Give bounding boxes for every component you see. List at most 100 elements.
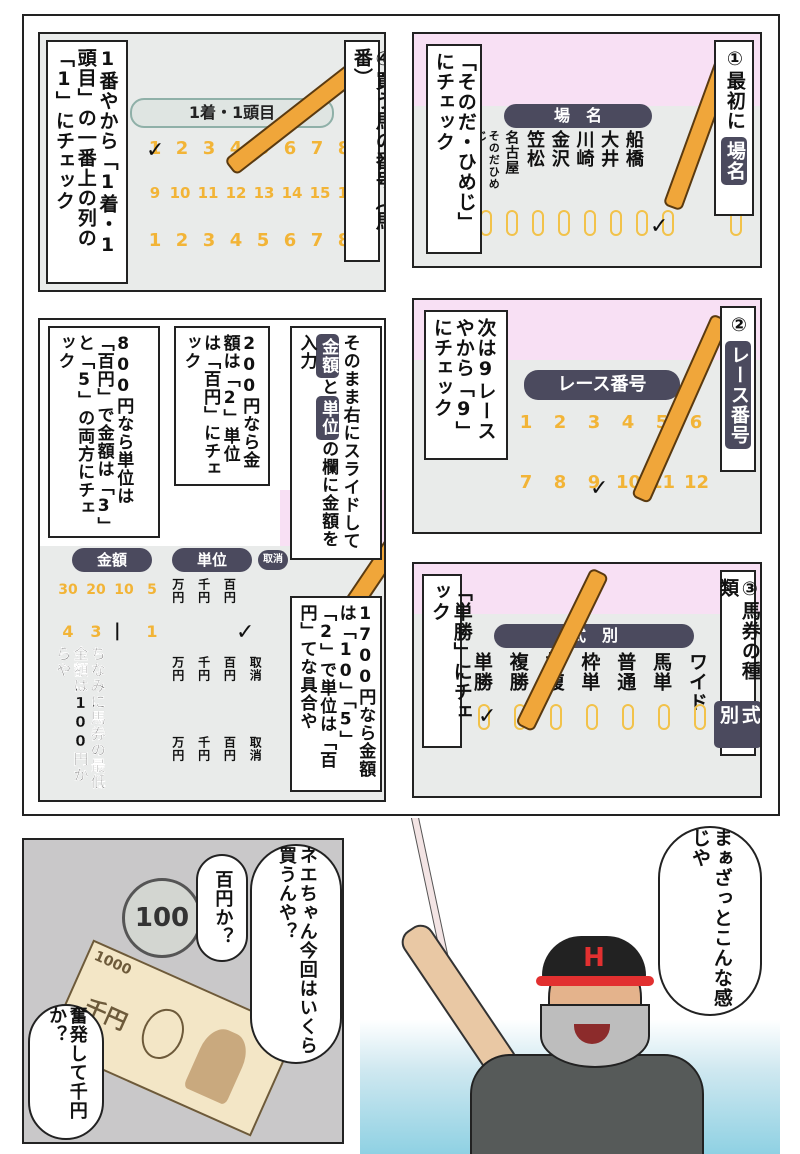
horse-number: 5 xyxy=(256,230,270,251)
venue: 笠松 xyxy=(524,130,546,168)
race-number: 7 xyxy=(519,472,533,493)
amount-value: 10 xyxy=(114,582,134,598)
horse-number: 3 xyxy=(202,138,216,159)
speech-q2: 百円か？ xyxy=(212,870,234,946)
step-label: ③馬券の種類 xyxy=(717,578,761,681)
horse-number: 6 xyxy=(283,138,297,159)
bet-type-header: 式 別 xyxy=(494,624,694,648)
checkmark: ✓ xyxy=(236,620,255,645)
race-number: 2 xyxy=(553,412,567,433)
unit-label: 取消 xyxy=(248,656,263,682)
amount-row: 30 20 10 5 xyxy=(54,582,174,608)
speech-bubble-q3: 奮発して千円か？ xyxy=(28,1004,104,1140)
race-header: レース番号 xyxy=(524,370,680,400)
checkmark: ✓ xyxy=(146,138,165,163)
horse-number: 1 xyxy=(148,230,162,251)
race-number: 8 xyxy=(553,472,567,493)
speech-bubble-man: まぁざっとこんな感じや xyxy=(658,826,762,1016)
cap-letter: H xyxy=(583,943,605,973)
step-label: ④買う馬の番号（馬番） xyxy=(350,48,386,231)
cancel-header: 取消 xyxy=(258,550,288,570)
race-number: 12 xyxy=(684,472,710,493)
amount-value: 30 xyxy=(58,582,78,598)
bet-type: 馬単 xyxy=(650,652,673,692)
amount-header: 金額 xyxy=(72,548,152,572)
bill-value: 1000 xyxy=(91,948,134,979)
horse-number: 4 xyxy=(229,230,243,251)
step-box: ①最初に 場名 xyxy=(714,40,754,216)
unit-row-2: 万円 千円 百円 取消 xyxy=(170,656,263,696)
intro-line-1: そのまま右にスライドして xyxy=(339,334,360,550)
unit-label: 千円 xyxy=(196,578,211,604)
horse-number: 9 xyxy=(149,184,161,202)
horse-number: 1 xyxy=(148,138,162,159)
caption-box: 1番やから「1着・1頭目」の一番上の列の「1」にチェック xyxy=(46,40,128,284)
unit-label: 万円 xyxy=(170,656,185,682)
unit-label: 万円 xyxy=(170,578,185,604)
min-amount-note: ちなみに馬券の最低金額は100円からや xyxy=(54,646,107,796)
venue: 川崎 xyxy=(573,130,595,168)
intro-and: と xyxy=(318,378,339,396)
unit-chip: 単位 xyxy=(315,396,340,440)
intro-text: そのまま右にスライドして金額と単位の欄に金額を入力 xyxy=(296,334,360,552)
speech-bubble-q2: 百円か？ xyxy=(196,854,248,962)
unit-label: 百円 xyxy=(222,578,237,604)
bet-type: 複勝 xyxy=(506,652,529,692)
speech-bubble-q1: ネエちゃん今回はいくら買うんや？ xyxy=(250,844,342,1064)
unit-row-1: 万円 千円 百円 xyxy=(170,578,237,618)
horse-number: 3 xyxy=(202,230,216,251)
horse-number: 7 xyxy=(310,230,324,251)
mouth xyxy=(574,1024,610,1044)
panel-horse-number: 1着・1頭目 1 2 3 4 5 6 7 8 9 10 11 12 13 14 … xyxy=(38,32,386,292)
caption-text: 「そのだ・ひめじ」にチェック xyxy=(432,52,477,232)
amount-row-2: 4 3 1 xyxy=(54,622,174,648)
bill-portrait xyxy=(183,1022,254,1106)
speech-q3: 奮発して千円か？ xyxy=(46,1006,88,1120)
bet-type: ワイド xyxy=(685,652,708,712)
bet-type: 普通 xyxy=(614,652,637,692)
horse-number: 13 xyxy=(253,184,275,202)
venue: 大井 xyxy=(598,130,620,168)
unit-label: 取消 xyxy=(248,736,263,762)
speech-man: まぁざっとこんな感じや xyxy=(689,828,733,1008)
speech-q1: ネエちゃん今回はいくら買うんや？ xyxy=(276,846,318,1055)
panel-race: レース番号 1 2 3 4 5 6 7 8 9 10 11 12 ✓ 次は9レー… xyxy=(412,298,762,534)
checkmark: ✓ xyxy=(590,476,609,501)
example-1700-box: 1700円なら金額は「10」「5」「2」で単位は「百円」てな具合や xyxy=(290,596,382,792)
bill-watermark xyxy=(134,1002,192,1066)
baseball-cap: H xyxy=(542,936,646,980)
unit-label: 万円 xyxy=(170,736,185,762)
step-label: ①最初に xyxy=(723,48,746,131)
horse-number: 6 xyxy=(283,230,297,251)
horse-row-2: 9 10 11 12 13 14 15 16 xyxy=(144,184,380,214)
unit-label: 百円 xyxy=(222,736,237,762)
caption-box: 次は9レースやから「9」にチェック xyxy=(424,310,508,460)
bet-type-chip: 式別 xyxy=(714,701,760,748)
venue: 船橋 xyxy=(622,130,644,168)
unit-label: 千円 xyxy=(196,736,211,762)
example-200-text: 200円なら金額は「2」単位は「百円」にチェック xyxy=(180,334,260,478)
unit-row-3: 万円 千円 百円 取消 xyxy=(170,736,263,776)
caption-text: 次は9レースやから「9」にチェック xyxy=(430,318,497,441)
amount-value: 5 xyxy=(147,582,157,598)
step-box: ② レース番号 xyxy=(720,306,756,472)
unit-label: 百円 xyxy=(222,656,237,682)
step-box: ③馬券の種類 式別 xyxy=(714,570,760,756)
race-number: 9 xyxy=(587,472,601,493)
race-chip: レース番号 xyxy=(725,341,751,449)
coin-100: 100 xyxy=(122,878,202,958)
caption-box: 「そのだ・ひめじ」にチェック xyxy=(426,44,482,254)
venue-chip: 場名 xyxy=(721,137,747,185)
horse-number: 2 xyxy=(175,138,189,159)
checkmark: ✓ xyxy=(650,214,669,239)
bet-type: 単勝 xyxy=(470,652,493,692)
cap-brim xyxy=(536,976,654,986)
venue: 名古屋 xyxy=(503,130,520,175)
checkmark: | xyxy=(114,620,121,641)
intro-box: そのまま右にスライドして金額と単位の欄に金額を入力 xyxy=(290,326,382,560)
old-man-shirt xyxy=(470,1054,704,1154)
venue: 金沢 xyxy=(548,130,570,168)
horse-number: 12 xyxy=(225,184,247,202)
example-200-box: 200円なら金額は「2」単位は「百円」にチェック xyxy=(174,326,270,486)
horse-number: 15 xyxy=(309,184,331,202)
